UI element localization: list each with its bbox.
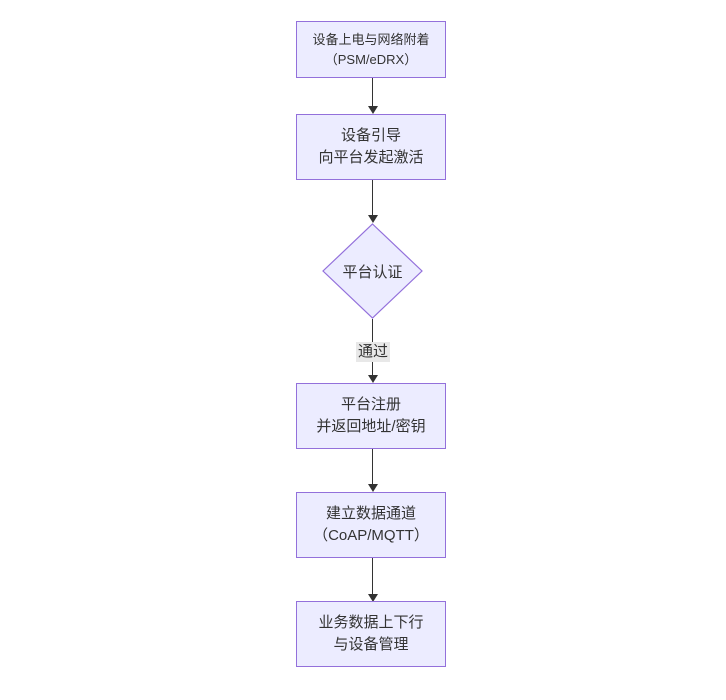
node-text-line: （CoAP/MQTT） bbox=[313, 527, 429, 544]
edge-line bbox=[372, 78, 373, 108]
flow-node-register: 平台注册 并返回地址/密钥 bbox=[296, 383, 446, 449]
arrowhead-down-icon bbox=[368, 484, 378, 492]
edge-line bbox=[372, 180, 373, 216]
node-text-line: 平台认证 bbox=[342, 263, 403, 281]
flow-node-business: 业务数据上下行 与设备管理 bbox=[296, 601, 446, 667]
node-text-line: 设备上电与网络附着 bbox=[312, 31, 430, 47]
node-text-line: 业务数据上下行 bbox=[318, 614, 424, 631]
node-text-line: 建立数据通道 bbox=[325, 505, 416, 522]
node-text-line: 设备引导 bbox=[340, 127, 401, 144]
edge-line bbox=[372, 449, 373, 485]
flow-node-power-on: 设备上电与网络附着 （PSM/eDRX） bbox=[296, 21, 446, 78]
node-text-line: （PSM/eDRX） bbox=[324, 51, 418, 67]
arrowhead-down-icon bbox=[368, 375, 378, 383]
arrowhead-down-icon bbox=[368, 215, 378, 223]
flow-node-platform-auth: 平台认证 bbox=[322, 223, 423, 319]
diamond-shape bbox=[322, 223, 423, 319]
edge-line bbox=[372, 558, 373, 595]
arrowhead-down-icon bbox=[368, 106, 378, 114]
node-text-line: 与设备管理 bbox=[333, 636, 409, 653]
node-text-line: 并返回地址/密钥 bbox=[316, 418, 426, 435]
flow-node-bootstrap: 设备引导 向平台发起激活 bbox=[296, 114, 446, 180]
node-text-line: 平台注册 bbox=[340, 396, 401, 413]
flow-node-data-channel: 建立数据通道 （CoAP/MQTT） bbox=[296, 492, 446, 558]
node-text-line: 向平台发起激活 bbox=[318, 149, 424, 166]
edge-label-pass: 通过 bbox=[355, 342, 391, 362]
arrowhead-down-icon bbox=[368, 594, 378, 602]
